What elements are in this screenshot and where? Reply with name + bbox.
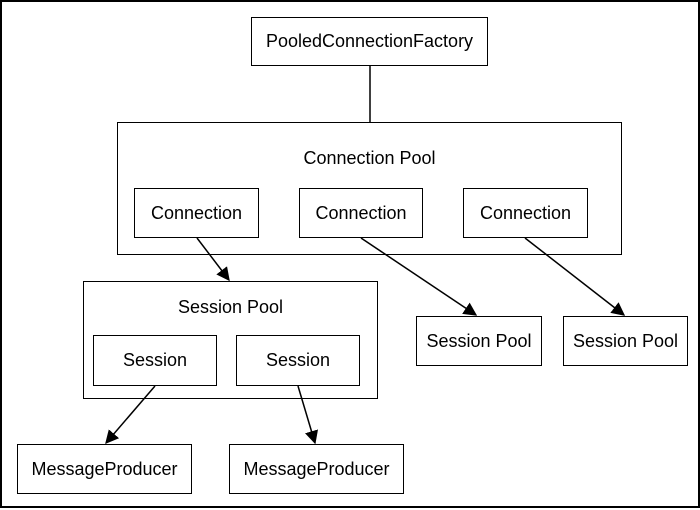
edge-session1-to-producer (105, 385, 156, 445)
connection-label: Connection (315, 202, 407, 223)
connection-node-1: Connection (134, 188, 259, 238)
edge-connection2-to-session-pool (360, 237, 478, 316)
message-producer-label: MessageProducer (243, 458, 390, 479)
session-pool-label: Session Pool (572, 330, 679, 351)
edge-connection1-to-session-pool (196, 237, 230, 282)
session-node-1: Session (93, 335, 217, 386)
session-pool-label: Session Pool (426, 330, 532, 351)
message-producer-label: MessageProducer (31, 458, 178, 479)
factory-node: PooledConnectionFactory (251, 17, 488, 66)
connection-label: Connection (150, 202, 243, 223)
connection-node-3: Connection (463, 188, 588, 238)
session-pool-node-3: Session Pool (563, 316, 688, 366)
edge-connection3-to-session-pool (524, 237, 626, 316)
session-label: Session (265, 350, 331, 370)
edge-session2-to-producer (297, 385, 318, 445)
connection-label: Connection (479, 202, 572, 223)
factory-label: PooledConnectionFactory (265, 31, 474, 51)
connection-pool-title: Connection Pool (303, 148, 436, 168)
session-node-2: Session (236, 335, 360, 386)
message-producer-node-1: MessageProducer (17, 444, 192, 494)
session-pool-title: Session Pool (177, 297, 284, 317)
session-pool-node-2: Session Pool (416, 316, 542, 366)
connection-node-2: Connection (299, 188, 423, 238)
message-producer-node-2: MessageProducer (229, 444, 404, 494)
session-label: Session (122, 350, 188, 370)
